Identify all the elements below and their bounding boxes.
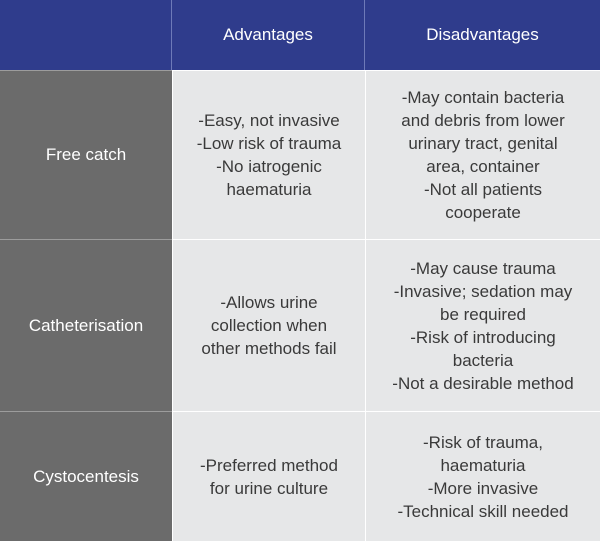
text-line: and debris from lower bbox=[401, 111, 565, 130]
text-line: -Invasive; sedation may bbox=[393, 281, 573, 301]
header-disadvantages: Disadvantages bbox=[365, 0, 600, 70]
cell-cystocentesis-advantages: -Preferred method for urine culture bbox=[172, 411, 365, 541]
text-line: cooperate bbox=[445, 203, 521, 222]
header-advantages: Advantages bbox=[172, 0, 365, 70]
text-line: area, container bbox=[426, 157, 540, 176]
text-line: bacteria bbox=[452, 350, 514, 370]
cell-cystocentesis-disadvantages: -Risk of trauma, haematuria -More invasi… bbox=[365, 411, 600, 541]
text-line: collection when bbox=[210, 316, 328, 335]
text-line: -No iatrogenic bbox=[216, 157, 322, 176]
cell-catheterisation-advantages: -Allows urine collection when other meth… bbox=[172, 239, 365, 411]
text-line: haematuria bbox=[440, 455, 526, 475]
cell-catheterisation-disadvantages: -May cause trauma -Invasive; sedation ma… bbox=[365, 239, 600, 411]
text-line: for urine culture bbox=[209, 478, 329, 498]
text-line: -Technical skill needed bbox=[397, 501, 569, 521]
cell-free-catch-disadvantages: -May contain bacteria and debris from lo… bbox=[365, 70, 600, 239]
text-line: -Low risk of trauma bbox=[196, 134, 342, 153]
row-label-cystocentesis: Cystocentesis bbox=[0, 411, 172, 541]
text-line: urinary tract, genital bbox=[408, 134, 558, 153]
row-label-catheterisation: Catheterisation bbox=[0, 239, 172, 411]
row-label-free-catch: Free catch bbox=[0, 70, 172, 239]
text-line: -Risk of introducing bbox=[410, 327, 556, 347]
text-line: -May contain bacteria bbox=[401, 88, 565, 107]
text-line: -Allows urine bbox=[220, 293, 318, 312]
text-line: -Easy, not invasive bbox=[198, 111, 340, 130]
text-line: -Risk of trauma, bbox=[423, 432, 543, 452]
text-line: -Preferred method bbox=[200, 455, 338, 475]
text-line: -Not a desirable method bbox=[392, 373, 574, 393]
text-line: -May cause trauma bbox=[410, 258, 556, 278]
text-line: haematuria bbox=[226, 180, 312, 199]
text-line: be required bbox=[439, 304, 526, 324]
text-line: other methods fail bbox=[201, 339, 337, 358]
text-line: -More invasive bbox=[427, 478, 539, 498]
header-corner bbox=[0, 0, 172, 70]
cell-free-catch-advantages: -Easy, not invasive -Low risk of trauma … bbox=[172, 70, 365, 239]
text-line: -Not all patients bbox=[423, 180, 543, 199]
